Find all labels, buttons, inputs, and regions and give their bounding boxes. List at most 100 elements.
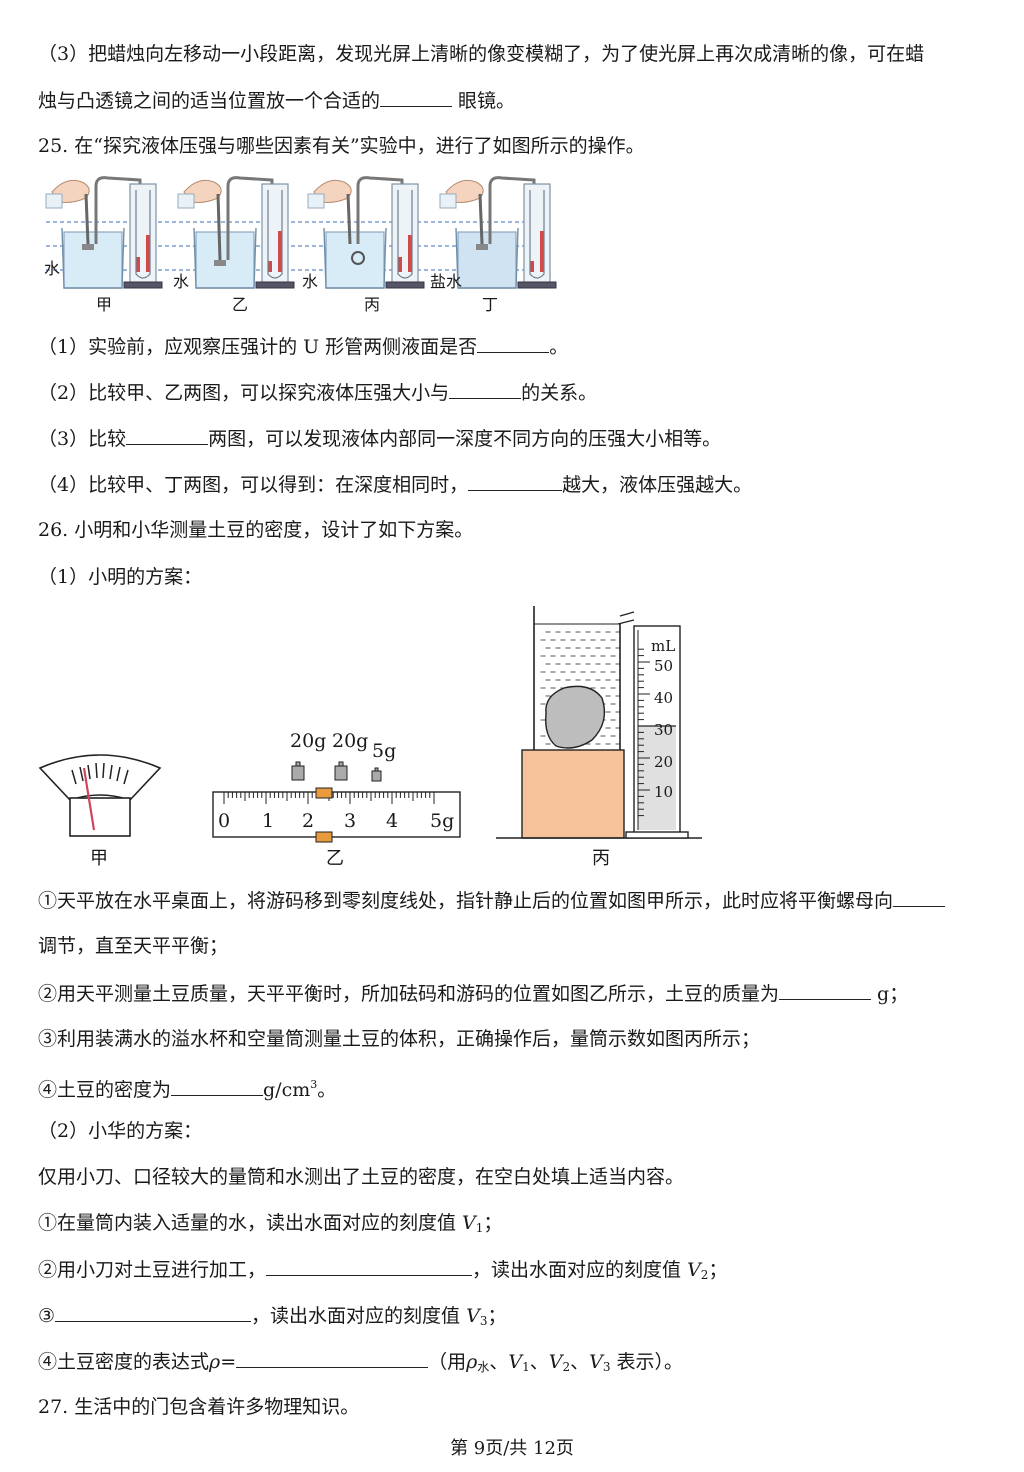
answer-blank[interactable] — [380, 88, 453, 107]
q24-part3-line1: （3）把蜡烛向左移动一小段距离，发现光屏上清晰的像变模糊了，为了使光屏上再次成清… — [38, 43, 925, 65]
var-v: V — [687, 1259, 701, 1281]
var-rho: ρ — [466, 1351, 478, 1373]
pressure-apparatus-1 — [45, 176, 163, 289]
q26-h2-mid: ，读出水面对应的刻度值 — [472, 1259, 688, 1281]
q26-h2-end: ； — [708, 1259, 728, 1281]
q25-p4: （4）比较甲、丁两图，可以得到：在深度相同时，越大，液体压强越大。 — [38, 472, 752, 497]
pointer-needle — [82, 767, 96, 831]
var-sub: 2 — [562, 1360, 571, 1374]
q25-p3-text: （3）比较 — [38, 428, 127, 450]
rider-top — [315, 787, 333, 799]
q25-p3: （3）比较 两图，可以发现液体内部同一深度不同方向的压强大小相等。 — [38, 426, 721, 451]
var-v: V — [466, 1305, 480, 1327]
answer-blank[interactable] — [477, 334, 550, 353]
label-water-bing: 水 — [302, 272, 319, 291]
q25-p2-end: 的关系。 — [521, 382, 598, 404]
q24-part3-text: 烛与凸透镜之间的适当位置放一个合适的 — [38, 90, 381, 112]
q26-h3-mid: ，读出水面对应的刻度值 — [251, 1305, 467, 1327]
fig-label-bing: 丙 — [364, 295, 381, 314]
q26-h4: ④土豆密度的表达式ρ=（用ρ水、V1、V2、V3 表示）。 — [38, 1349, 683, 1379]
pressure-apparatus-3 — [307, 176, 425, 289]
pressure-apparatus-2 — [177, 176, 295, 289]
ruler-tick-5: 5g — [430, 810, 455, 832]
rider-ruler-figure — [212, 761, 461, 843]
q25-p1-end: 。 — [549, 336, 569, 358]
answer-blank[interactable] — [126, 426, 209, 445]
q26-s4-text: ④土豆的密度为 — [38, 1079, 172, 1101]
wooden-block — [521, 749, 625, 839]
var-sub: 3 — [602, 1360, 611, 1374]
fig-label-ding: 丁 — [482, 295, 499, 314]
answer-blank[interactable] — [171, 1077, 264, 1096]
sep: 、 — [529, 1351, 549, 1373]
answer-blank[interactable] — [266, 1257, 473, 1276]
q25-p3-end: 两图，可以发现液体内部同一深度不同方向的压强大小相等。 — [208, 428, 722, 450]
answer-blank[interactable] — [468, 472, 563, 491]
balance-pointer-figure — [38, 754, 162, 837]
hint-open: （用 — [428, 1351, 467, 1373]
answer-blank[interactable] — [55, 1303, 252, 1322]
q26-h0: 仅用小刀、口径较大的量筒和水测出了土豆的密度，在空白处填上适当内容。 — [38, 1166, 685, 1188]
pressure-apparatus-4 — [439, 176, 557, 289]
answer-blank[interactable] — [893, 888, 946, 907]
answer-blank[interactable] — [779, 981, 872, 1000]
rider-bottom — [315, 831, 333, 843]
q26-sub2: （2）小华的方案： — [38, 1120, 203, 1142]
ruler-tick-0: 0 — [218, 810, 231, 832]
density-unit-exp: 3 — [310, 1078, 318, 1091]
q25-title: 25. 在“探究液体压强与哪些因素有关”实验中，进行了如图所示的操作。 — [38, 135, 645, 157]
q26-h1: ①在量筒内装入适量的水，读出水面对应的刻度值 V1； — [38, 1211, 502, 1240]
weight-label-2: 20g — [332, 730, 369, 752]
q25-p4-text: （4）比较甲、丁两图，可以得到：在深度相同时， — [38, 474, 469, 496]
q26-s1-text: ①天平放在水平桌面上，将游码移到零刻度线处，指针静止后的位置如图甲所示，此时应将… — [38, 890, 894, 912]
fig-label-yi-2: 乙 — [326, 848, 344, 869]
q26-s1-line2: 调节，直至天平平衡； — [38, 935, 229, 957]
var-sub: 2 — [700, 1268, 709, 1282]
q26-s2: ②用天平测量土豆质量，天平平衡时，所加砝码和游码的位置如图乙所示，土豆的质量为 … — [38, 981, 908, 1006]
q26-s3: ③利用装满水的溢水杯和空量筒测量土豆的体积，正确操作后，量筒示数如图丙所示； — [38, 1028, 761, 1050]
q26-h2: ②用小刀对土豆进行加工， ，读出水面对应的刻度值 V2； — [38, 1257, 727, 1287]
var-v: V — [462, 1212, 476, 1234]
equals-sign: = — [220, 1351, 237, 1373]
cylinder-tick-20: 20 — [654, 753, 674, 771]
q26-s1-line1: ①天平放在水平桌面上，将游码移到零刻度线处，指针静止后的位置如图甲所示，此时应将… — [38, 888, 946, 913]
sep: 、 — [570, 1351, 590, 1373]
q26-h3-end: ； — [487, 1305, 507, 1327]
q26-h1-end: ； — [483, 1212, 503, 1234]
ruler-tick-1: 1 — [262, 810, 275, 832]
weight-icons — [291, 761, 382, 782]
cylinder-tick-50: 50 — [654, 657, 674, 675]
fig-label-yi: 乙 — [232, 295, 249, 314]
cylinder-unit: mL — [651, 637, 676, 655]
answer-blank[interactable] — [449, 380, 522, 399]
q25-p1: （1）实验前，应观察压强计的 U 形管两侧液面是否 。 — [38, 334, 568, 359]
q26-h3: ③，读出水面对应的刻度值 V3； — [38, 1303, 506, 1333]
sep: 、 — [489, 1351, 509, 1373]
ruler-tick-4: 4 — [386, 810, 399, 832]
q26-s2-end: g； — [871, 983, 909, 1005]
ruler-tick-2: 2 — [302, 810, 315, 832]
potato-icon — [545, 685, 606, 749]
q25-p1-text: （1）实验前，应观察压强计的 U 形管两侧液面是否 — [38, 336, 478, 358]
q26-s4-end: 。 — [317, 1079, 337, 1101]
cylinder-tick-40: 40 — [654, 689, 674, 707]
answer-blank[interactable] — [236, 1349, 429, 1368]
var-sub-water: 水 — [477, 1360, 490, 1374]
cylinder-tick-10: 10 — [654, 783, 674, 801]
q25-p2: （2）比较甲、乙两图，可以探究液体压强大小与的关系。 — [38, 380, 597, 405]
q27-title: 27. 生活中的门包含着许多物理知识。 — [38, 1396, 360, 1418]
var-v: V — [548, 1351, 563, 1373]
fig-label-jia: 甲 — [96, 295, 113, 314]
ruler-tick-3: 3 — [344, 810, 357, 832]
var-sub: 3 — [479, 1314, 488, 1328]
fig-label-jia-2: 甲 — [90, 848, 108, 869]
q26-h2-text: ②用小刀对土豆进行加工， — [38, 1259, 267, 1281]
dial-ticks — [71, 762, 129, 785]
hint-close: 表示）。 — [610, 1351, 684, 1373]
q26-s2-text: ②用天平测量土豆质量，天平平衡时，所加砝码和游码的位置如图乙所示，土豆的质量为 — [38, 983, 780, 1005]
density-unit: g/cm — [263, 1079, 311, 1101]
cylinder-tick-30: 30 — [654, 721, 674, 739]
q26-sub1: （1）小明的方案： — [38, 566, 203, 588]
q24-part3-line2: 烛与凸透镜之间的适当位置放一个合适的 眼镜。 — [38, 88, 515, 113]
var-rho: ρ — [209, 1351, 221, 1373]
